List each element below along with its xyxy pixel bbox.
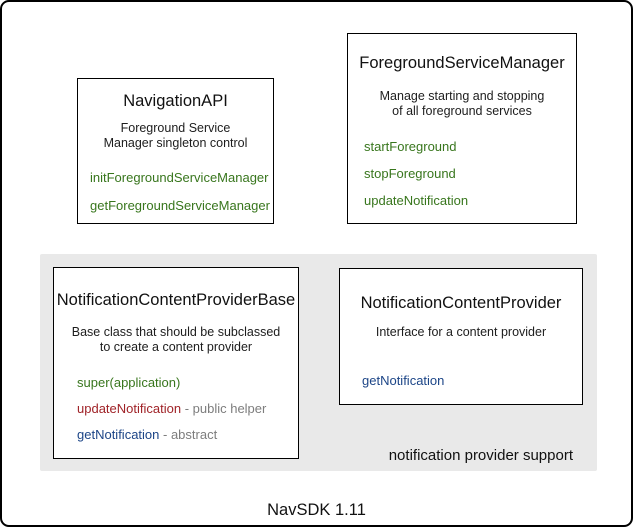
box-title-notification-content-provider: NotificationContentProvider: [360, 294, 562, 312]
description-line: Manage starting and stopping: [379, 89, 545, 103]
sdk-version-label: NavSDK 1.11: [267, 501, 366, 519]
description-line: to create a content provider: [99, 340, 253, 354]
method-getForegroundServiceManager: getForegroundServiceManager: [90, 198, 270, 213]
box-description: Foreground Service Manager singleton con…: [78, 121, 273, 151]
box-title-foreground-service-manager: ForegroundServiceManager: [359, 54, 565, 72]
method-list: startForeground stopForeground updateNot…: [364, 139, 576, 208]
method-name: getNotification: [77, 427, 160, 442]
class-box-navigation-api: NavigationAPI Foreground Service Manager…: [77, 78, 274, 224]
method-stopForeground: stopForeground: [364, 166, 456, 181]
method-name: updateNotification: [77, 401, 182, 416]
box-description: Manage starting and stopping of all fore…: [348, 89, 576, 119]
group-label: notification provider support: [388, 447, 573, 464]
method-list: super(application) updateNotification - …: [77, 375, 298, 442]
box-description: Interface for a content provider: [340, 325, 582, 340]
method-updateNotification: updateNotification - public helper: [77, 401, 298, 416]
class-box-foreground-service-manager: ForegroundServiceManager Manage starting…: [347, 33, 577, 224]
box-description: Base class that should be subclassed to …: [54, 325, 298, 355]
description-line: Manager singleton control: [103, 136, 248, 150]
method-annotation: - abstract: [159, 427, 218, 442]
box-title-notification-content-provider-base: NotificationContentProviderBase: [56, 291, 296, 309]
method-initForegroundServiceManager: initForegroundServiceManager: [90, 170, 269, 185]
description-line: of all foreground services: [392, 104, 532, 118]
method-list: initForegroundServiceManager getForegrou…: [90, 170, 273, 213]
description-line: Base class that should be subclassed: [71, 325, 281, 339]
method-getNotification: getNotification: [362, 373, 445, 388]
method-name: super(application): [77, 375, 181, 390]
method-annotation: - public helper: [181, 401, 267, 416]
class-box-notification-content-provider: NotificationContentProvider Interface fo…: [339, 268, 583, 405]
method-super-application: super(application): [77, 375, 298, 390]
class-box-notification-content-provider-base: NotificationContentProviderBase Base cla…: [53, 267, 299, 459]
method-list: getNotification: [362, 373, 582, 388]
description-line: Interface for a content provider: [375, 325, 547, 339]
method-getNotification: getNotification - abstract: [77, 427, 298, 442]
method-startForeground: startForeground: [364, 139, 457, 154]
description-line: Foreground Service: [120, 121, 231, 135]
method-updateNotification: updateNotification: [364, 193, 469, 208]
box-title-navigation-api: NavigationAPI: [123, 92, 228, 110]
